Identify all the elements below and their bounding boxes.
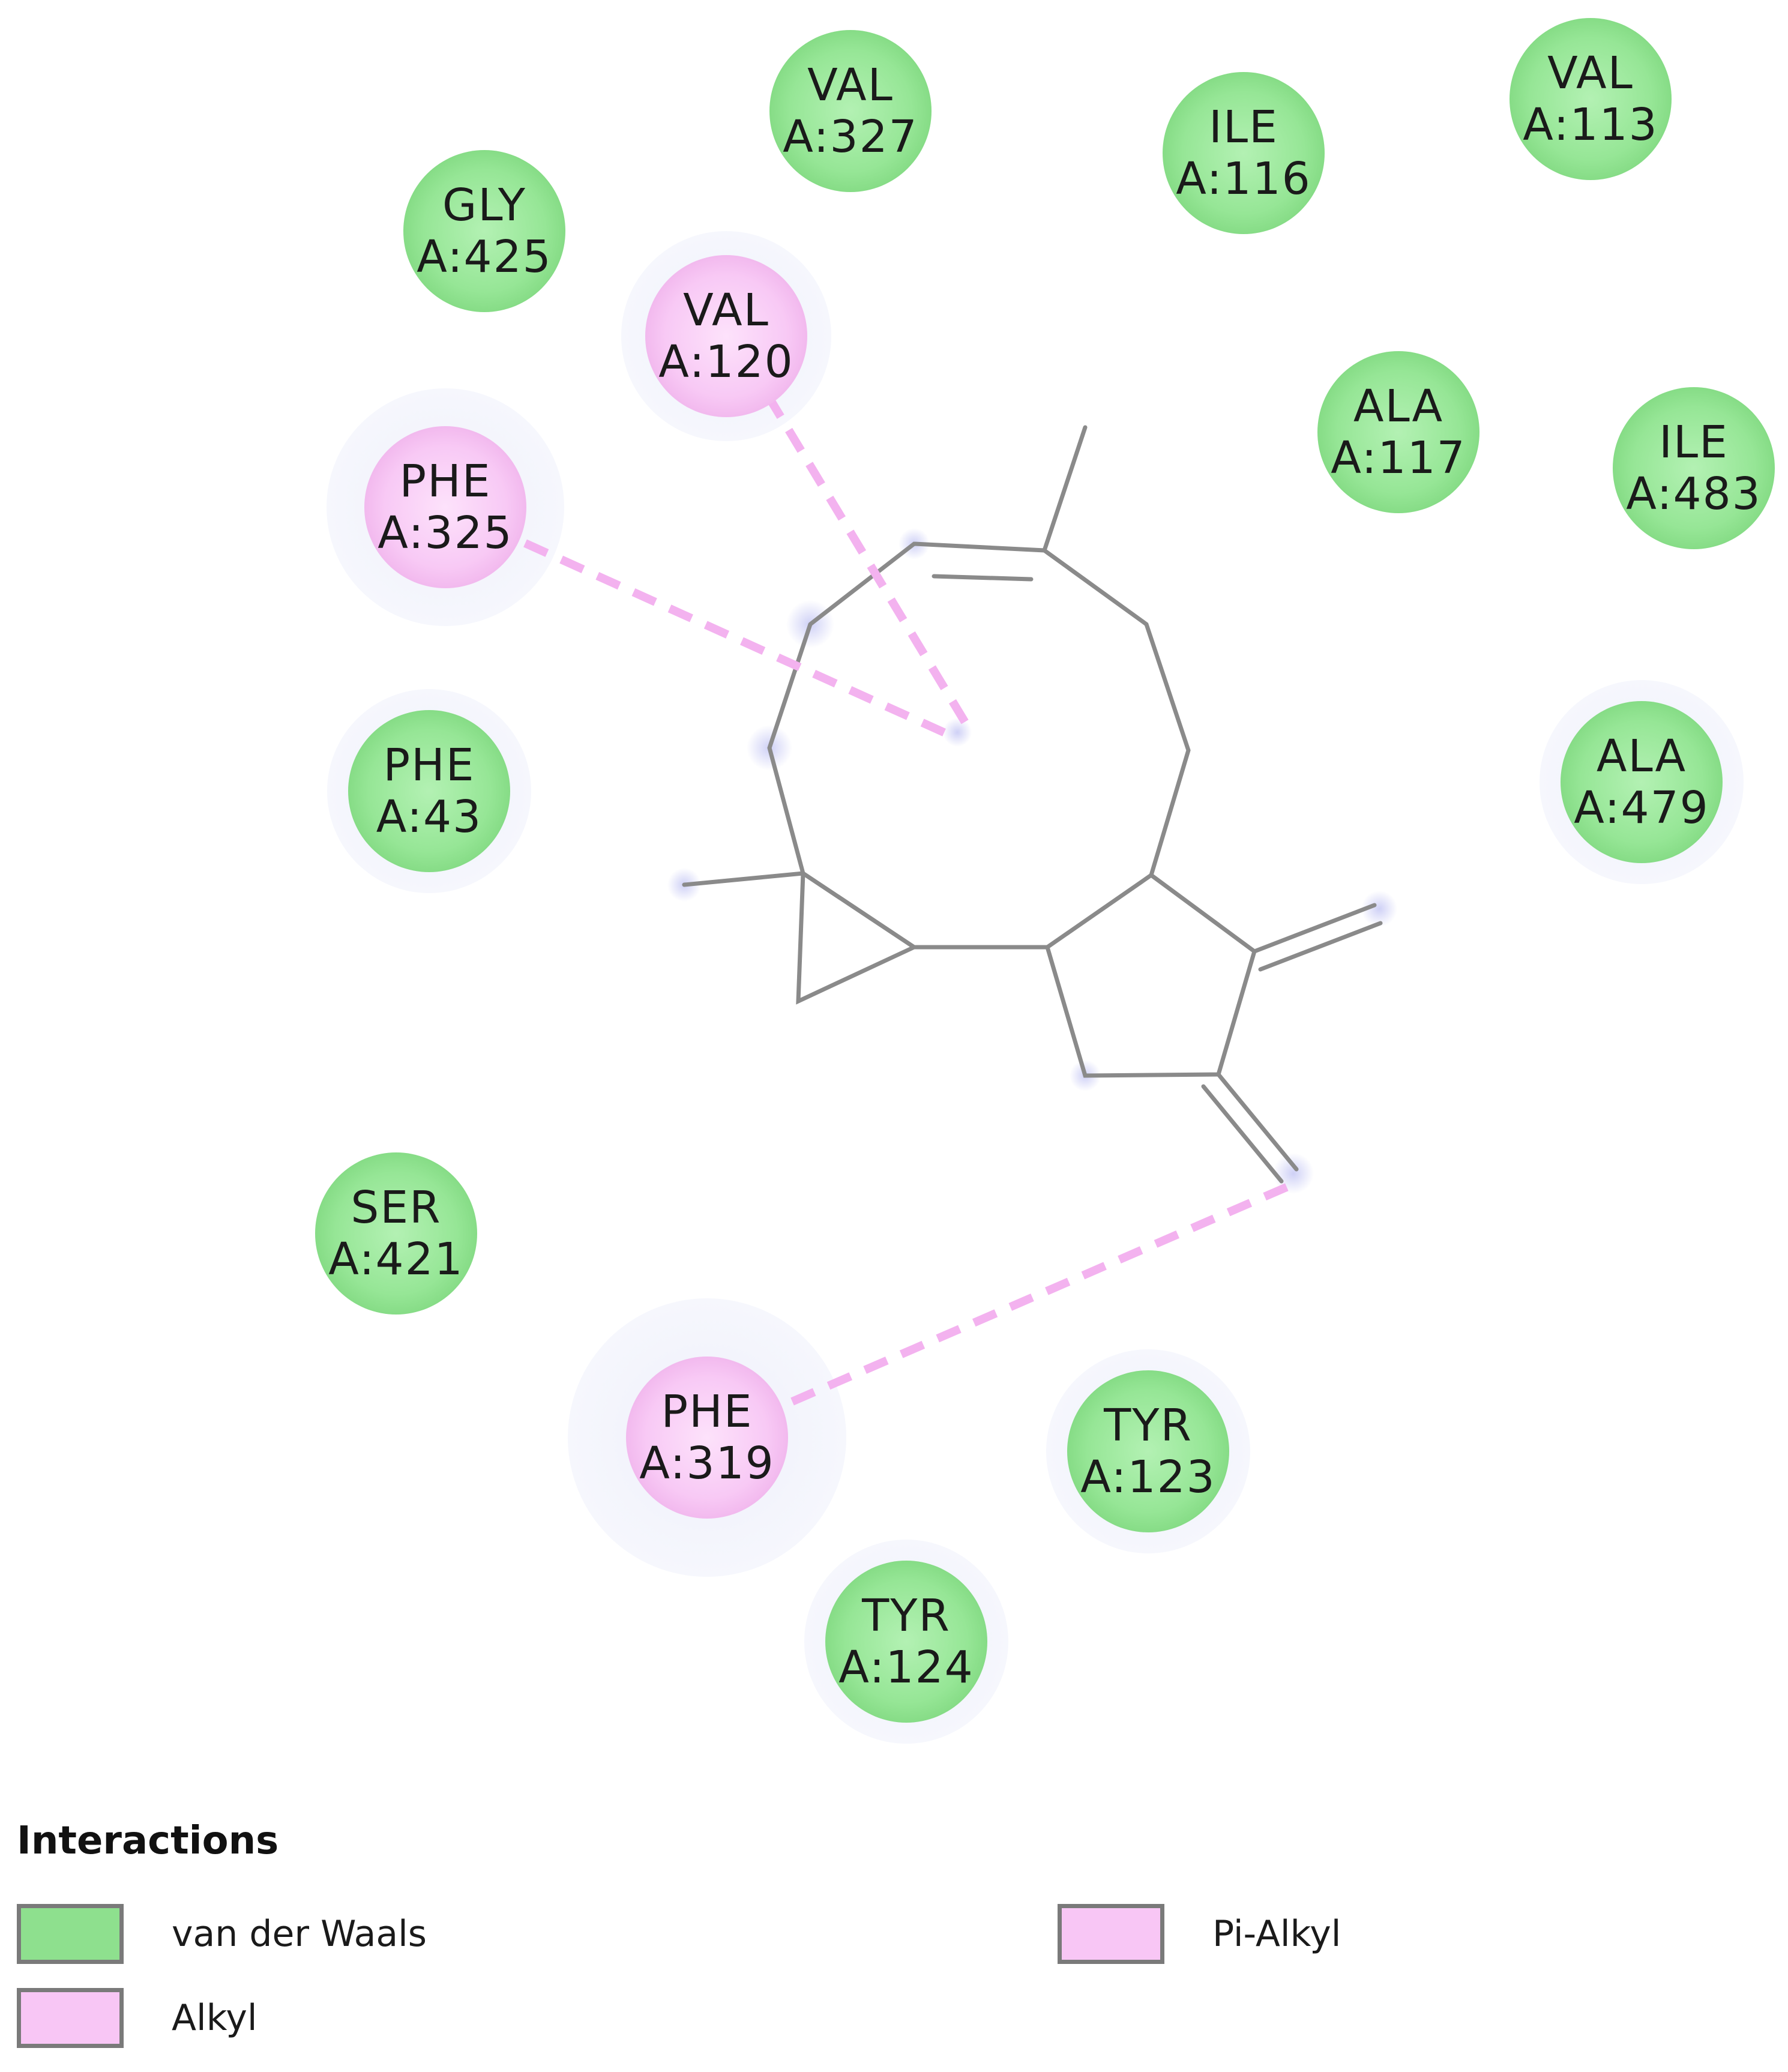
- residue-name: VAL: [683, 285, 769, 336]
- residue-circle: [315, 1152, 477, 1315]
- residue-name: GLY: [442, 179, 526, 231]
- residue-id: A:325: [378, 507, 513, 559]
- residue-name: TYR: [861, 1590, 951, 1642]
- ligand-structure: [667, 425, 1397, 1194]
- legend-label-alkyl: Alkyl: [172, 1997, 257, 2039]
- residue-id: A:421: [328, 1233, 464, 1285]
- residue-name: ILE: [1209, 101, 1278, 153]
- residue-id: A:117: [1331, 432, 1466, 484]
- residue-name: PHE: [399, 456, 491, 507]
- residue-name: PHE: [661, 1386, 753, 1438]
- exo-double-bond: [1258, 921, 1383, 972]
- atom-glow: [1273, 1153, 1314, 1194]
- atom-glow: [1361, 891, 1397, 927]
- residue-circle: [1067, 1370, 1229, 1532]
- legend-item-vdw: van der Waals: [17, 1904, 427, 1964]
- legend-swatch-vdw: [17, 1904, 124, 1964]
- residue-id: A:483: [1626, 468, 1762, 520]
- residue-circle: [1510, 18, 1672, 180]
- legend-title: Interactions: [17, 1819, 279, 1863]
- residue-id: A:116: [1176, 153, 1311, 205]
- double-bond-inner: [932, 574, 1034, 582]
- residue-name: SER: [351, 1182, 441, 1233]
- interaction-line-phe325: [523, 539, 956, 741]
- residue-id: A:113: [1523, 99, 1658, 151]
- legend-swatch-alkyl: [17, 1988, 124, 2048]
- residue-circle: [769, 30, 932, 192]
- residue-circle: [403, 150, 565, 312]
- legend-label-pi-alkyl: Pi-Alkyl: [1212, 1913, 1341, 1955]
- residue-name: VAL: [1547, 47, 1634, 99]
- residue-circle: [1613, 387, 1775, 549]
- residue-name: PHE: [383, 739, 475, 791]
- exo-double-bond: [1252, 903, 1377, 954]
- exo-double-bond: [1201, 1084, 1284, 1184]
- residue-name: TYR: [1103, 1400, 1193, 1451]
- legend-item-alkyl: Alkyl: [17, 1988, 257, 2048]
- residue-circle: [645, 255, 807, 417]
- residue-name: VAL: [807, 59, 894, 111]
- exo-double-bond: [1216, 1072, 1299, 1172]
- legend-item-pi-alkyl: Pi-Alkyl: [1058, 1904, 1341, 1964]
- residue-id: A:124: [838, 1642, 974, 1693]
- residue-circle: [1163, 72, 1325, 234]
- residue-circle: [1561, 701, 1723, 863]
- residue-halos: [327, 231, 1744, 1744]
- interaction-line-val120: [765, 394, 973, 732]
- residue-id: A:479: [1574, 782, 1709, 834]
- atom-glow: [943, 718, 972, 747]
- residue-id: A:123: [1080, 1451, 1216, 1503]
- methyl-bond: [682, 871, 805, 887]
- residue-name: ALA: [1353, 381, 1443, 432]
- residue-circle: [348, 710, 510, 872]
- interaction-line-phe319: [790, 1181, 1292, 1406]
- cyclopentane-bonds: [1045, 873, 1257, 1078]
- residue-circle: [1317, 351, 1479, 513]
- residue-circle: [825, 1561, 987, 1723]
- residue-name: ALA: [1597, 730, 1687, 782]
- residue-id: A:319: [639, 1438, 775, 1489]
- residue-circle: [364, 426, 526, 588]
- residue-id: A:327: [783, 111, 918, 163]
- ring-bonds: [767, 541, 1191, 950]
- residue-id: A:425: [417, 231, 552, 283]
- interaction-lines: [523, 394, 1292, 1406]
- residue-circle: [626, 1357, 788, 1519]
- residue-name: ILE: [1659, 417, 1729, 468]
- residue-id: A:120: [658, 336, 794, 388]
- methyl-bond: [1042, 425, 1088, 553]
- legend-label-vdw: van der Waals: [172, 1913, 427, 1955]
- residue-id: A:43: [376, 791, 482, 843]
- cyclopropane-bonds: [796, 871, 919, 1005]
- legend-swatch-pi-alkyl: [1058, 1904, 1164, 1964]
